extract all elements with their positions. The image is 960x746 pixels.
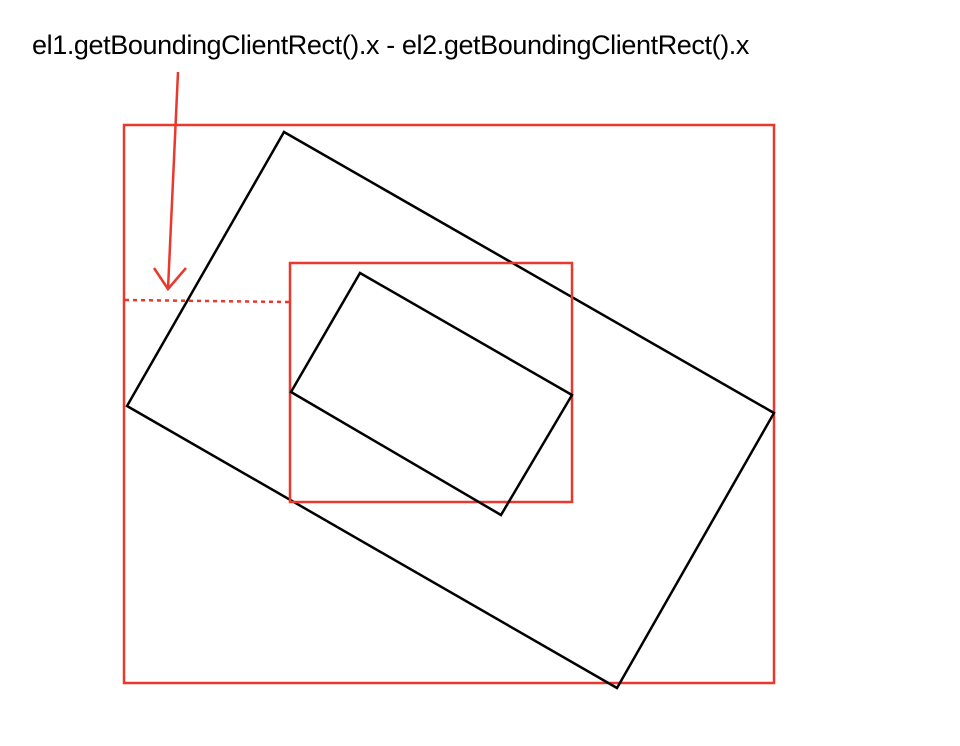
x-offset-dotted-line (124, 298, 290, 304)
formula-caption: el1.getBoundingClientRect().x - el2.getB… (32, 30, 749, 60)
outer-rotated-element (125, 130, 776, 690)
outer-bounding-rect (122, 123, 776, 685)
inner-bounding-rect (288, 261, 574, 504)
arrow-head-icon (152, 267, 187, 292)
inner-rotated-element (289, 271, 574, 517)
arrow-shaft (166, 71, 180, 290)
